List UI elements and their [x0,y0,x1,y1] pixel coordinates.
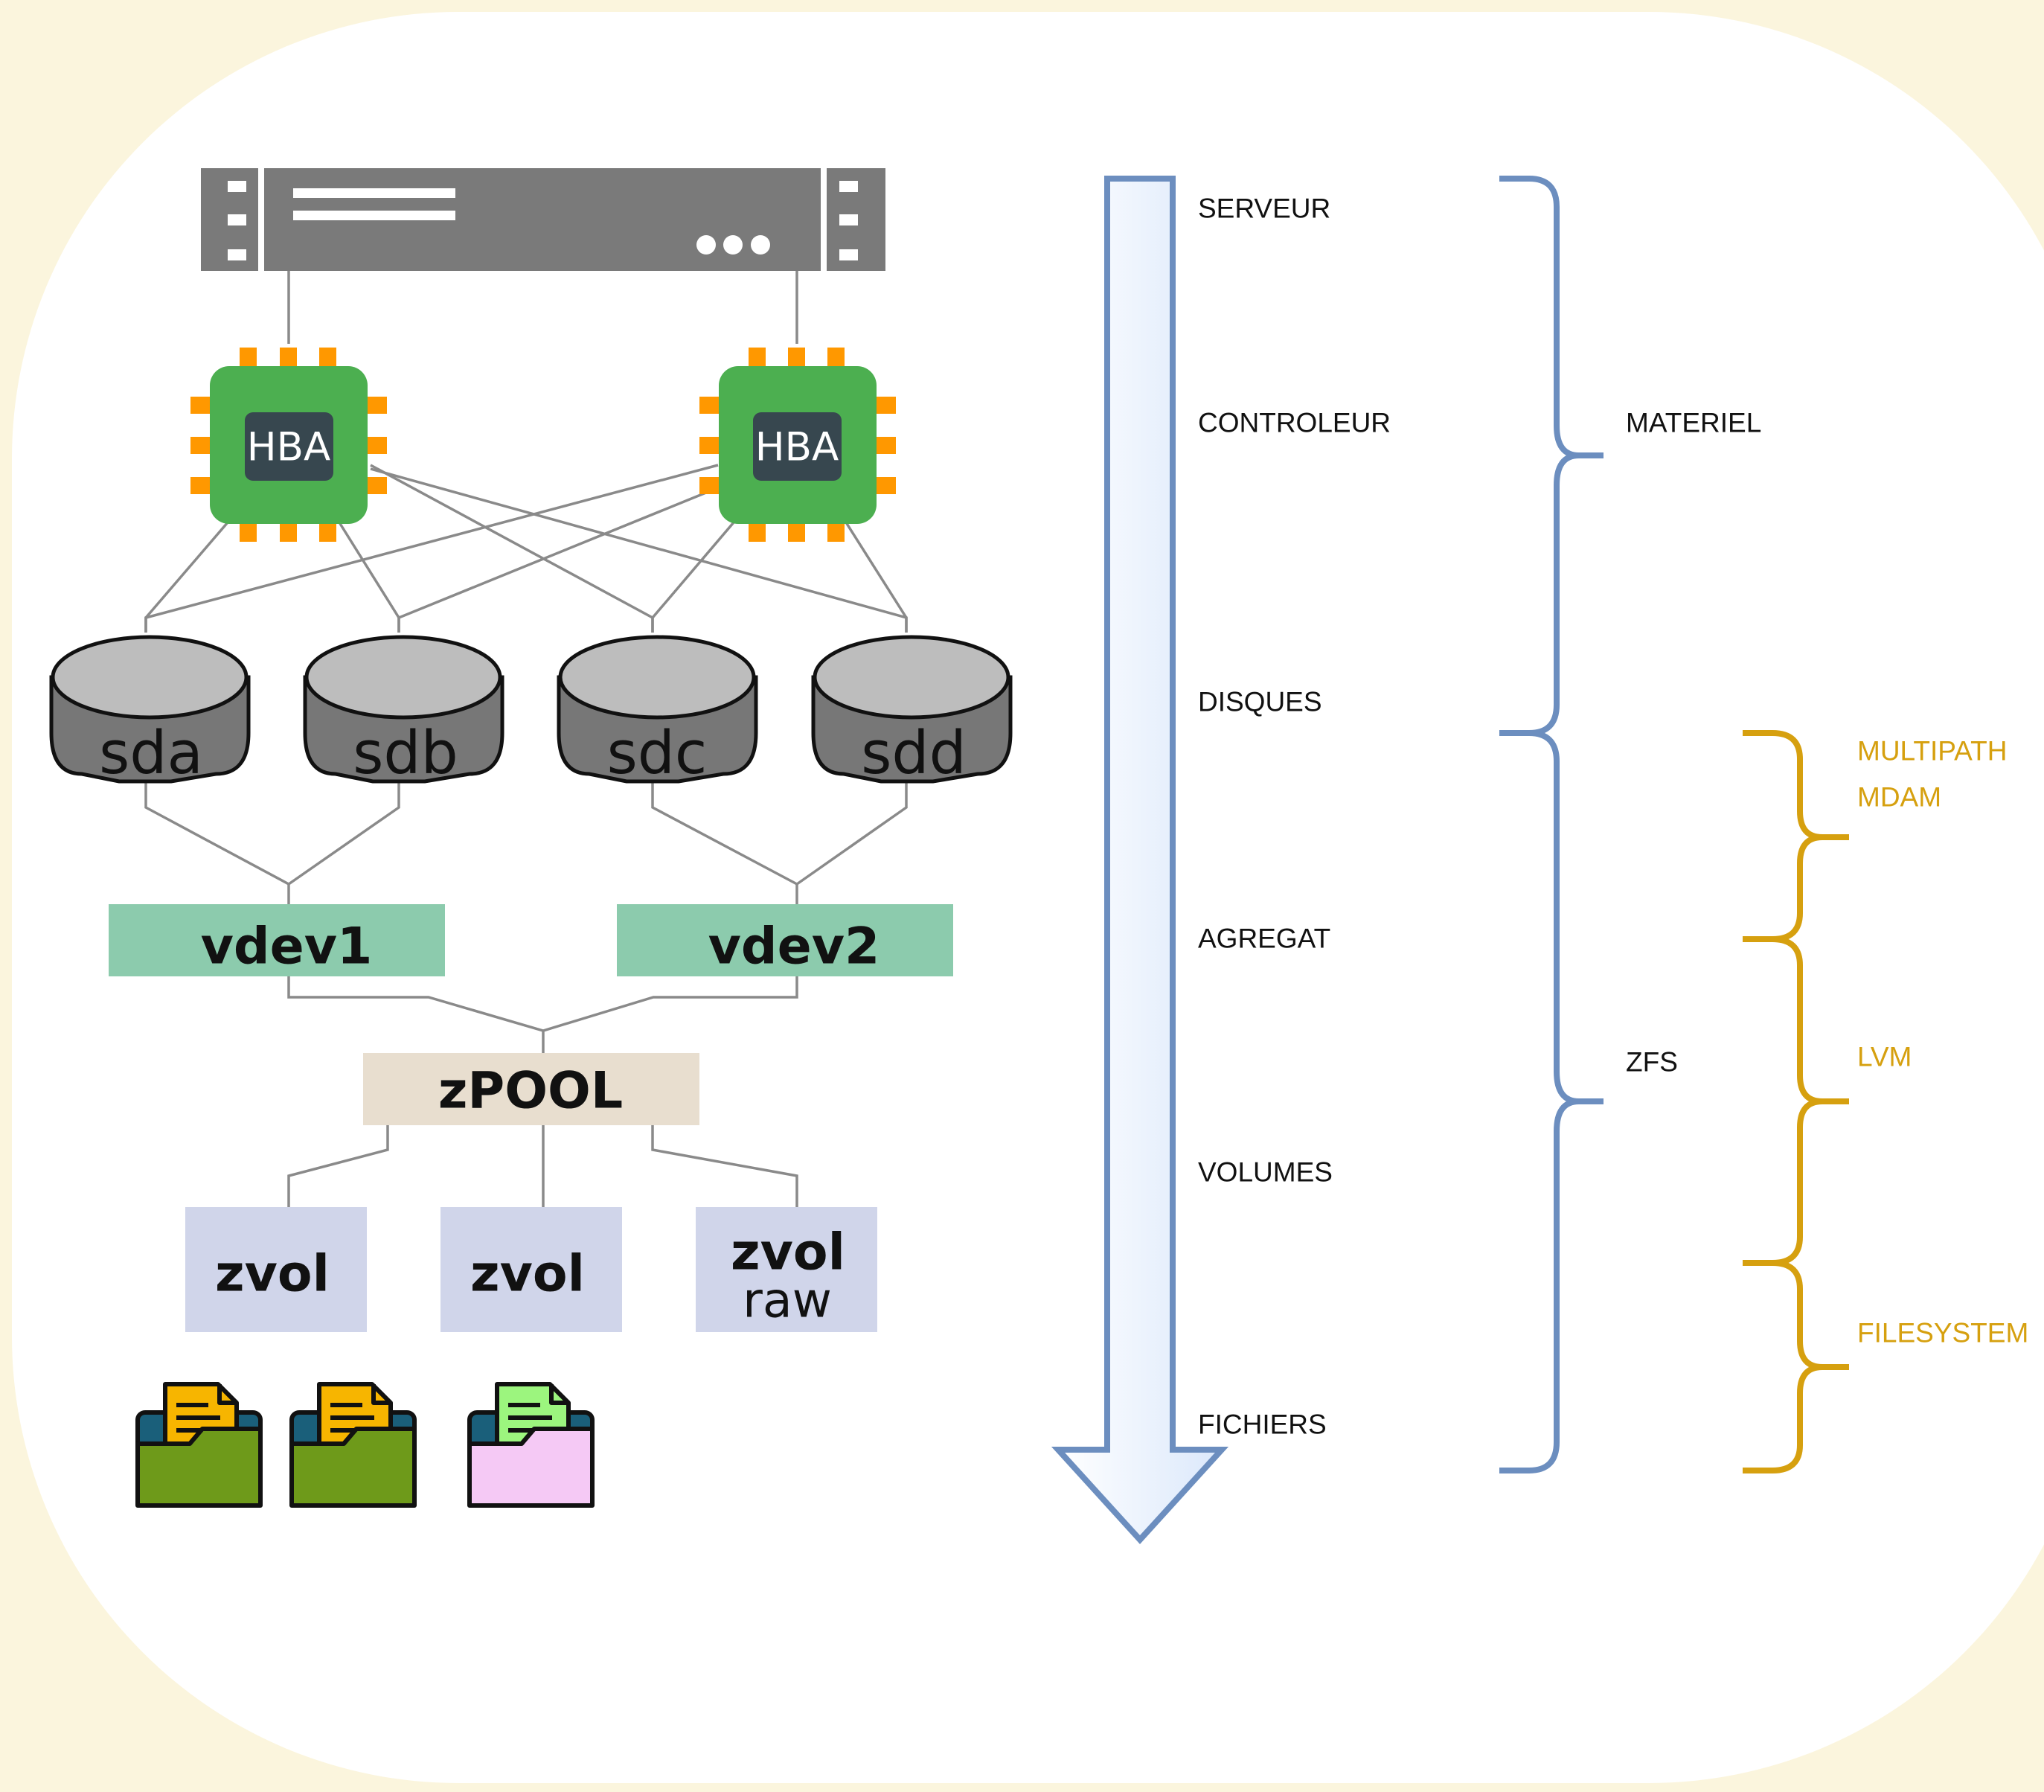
zvol-sublabel: raw [743,1273,832,1329]
folder-files-icon [289,1382,417,1508]
folder-files-icon [135,1382,263,1508]
vdev-label: vdev1 [201,918,373,976]
zvol-label: zvol [731,1223,845,1282]
disk-label: sda [99,719,203,787]
group-label: ZFS [1626,1047,1678,1078]
disk-sdd: sdd [811,635,1013,787]
hba-chip-icon [699,348,896,542]
server-rack-icon [201,168,885,271]
layer-label: VOLUMES [1198,1157,1333,1188]
hba-chip-2: HBA [699,348,896,542]
alternative-labels: MULTIPATH MDAM LVM FILESYSTEM [1857,736,2028,1348]
layer-label: AGREGAT [1198,924,1330,954]
alt-label: MULTIPATH [1857,736,2007,767]
disk-label: sdc [607,719,708,787]
hba-label: HBA [247,425,330,470]
zvol-2: zvol [440,1207,622,1332]
alt-label: LVM [1857,1042,1912,1072]
layer-label: FICHIERS [1198,1409,1327,1440]
pool-label: zPOOL [438,1062,623,1121]
zvol-label: zvol [215,1245,330,1304]
disk-sda: sda [49,635,251,787]
hba-chip-1: HBA [190,348,387,542]
hba-label: HBA [755,425,839,470]
folder-files-icon [467,1382,595,1508]
zvol-1: zvol [185,1207,367,1332]
layer-label: CONTROLEUR [1198,408,1391,438]
vdev-1: vdev1 [109,904,445,976]
group-label: MATERIEL [1626,408,1761,438]
alt-label: MDAM [1857,782,1941,813]
layer-label: SERVEUR [1198,193,1330,224]
hba-chip-icon [190,348,387,542]
vdev-2: vdev2 [617,904,953,976]
zvol-label: zvol [470,1245,585,1304]
brace-filesystem [1743,1260,1849,1473]
zpool: zPOOL [363,1053,699,1125]
alt-label: FILESYSTEM [1857,1318,2028,1348]
brace-zfs [1499,730,1604,1473]
disk-sdb: sdb [303,635,504,787]
zvol-raw: zvol raw [696,1207,877,1332]
layer-arrow [1051,176,1229,1544]
layer-label: DISQUES [1198,687,1322,717]
disk-sdc: sdc [557,635,758,787]
vdev-label: vdev2 [708,918,880,976]
panel [12,12,2044,1783]
connection-wires [144,268,908,1207]
disk-label: sdd [861,719,966,787]
layer-labels: SERVEUR CONTROLEUR DISQUES AGREGAT VOLUM… [1198,193,1391,1440]
disk-label: sdb [353,719,458,787]
